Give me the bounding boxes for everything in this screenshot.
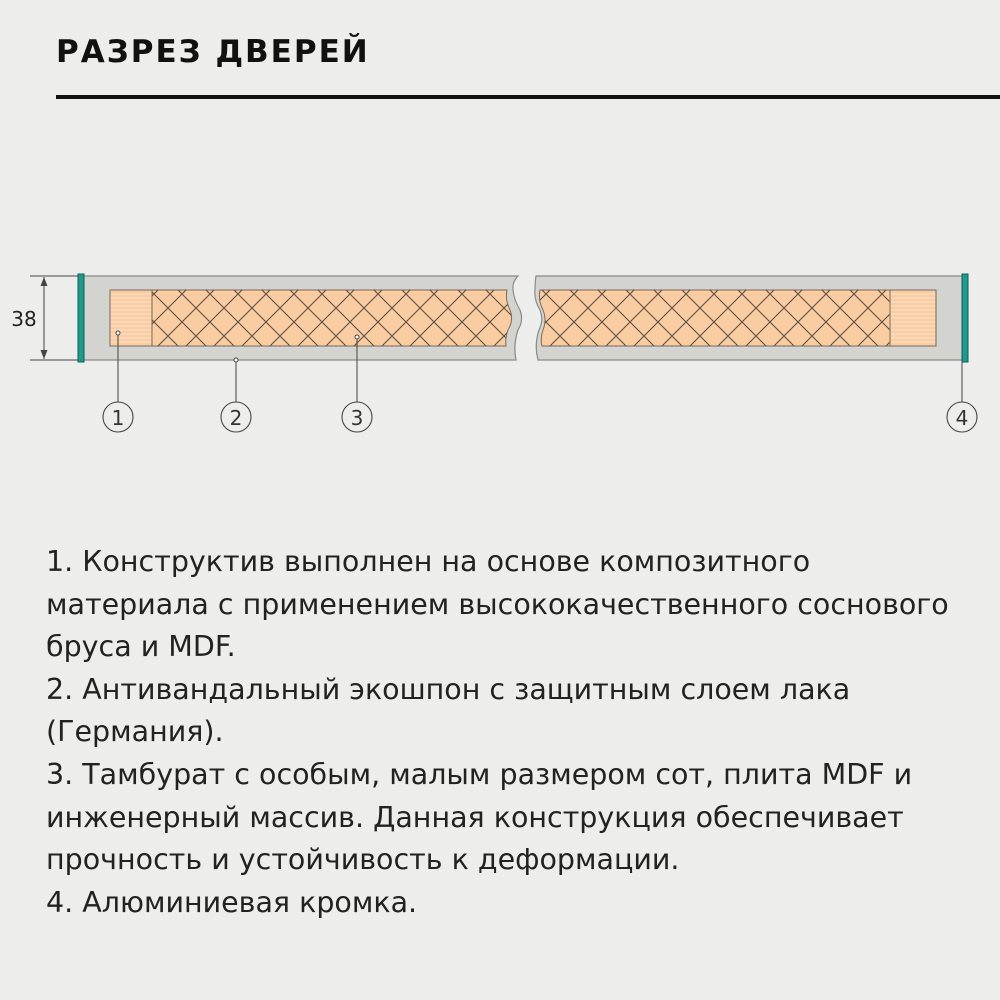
dimension-label: 38: [11, 307, 36, 331]
note-4: 4. Алюминиевая кромка.: [46, 885, 418, 919]
aluminium-edge-left: [77, 273, 85, 363]
note-3: 3. Тамбурат с особым, малым размером сот…: [46, 757, 913, 877]
page-title: РАЗРЕЗ ДВЕРЕЙ: [56, 34, 370, 70]
callout-2: 2: [220, 401, 252, 433]
callout-4: 4: [946, 401, 978, 433]
aluminium-edge-right: [961, 273, 969, 363]
callout-label: 3: [351, 406, 364, 430]
door-section-diagram: 38 1 2 3 4: [11, 273, 978, 433]
thickness-dimension: 38: [11, 275, 80, 361]
note-1: 1. Конструктив выполнен на основе композ…: [46, 545, 949, 664]
callout-1: 1: [102, 401, 134, 433]
title-underline: [56, 95, 1000, 99]
note-2: 2. Антивандальный экошпон с защитным сло…: [46, 672, 851, 749]
callout-label: 2: [230, 406, 243, 430]
door-left-segment: [81, 275, 523, 361]
callout-label: 1: [112, 406, 125, 430]
callout-label: 4: [956, 406, 969, 430]
callout-3: 3: [341, 401, 373, 433]
legend-notes: 1. Конструктив выполнен на основе композ…: [46, 541, 966, 924]
door-right-segment: [534, 275, 965, 361]
